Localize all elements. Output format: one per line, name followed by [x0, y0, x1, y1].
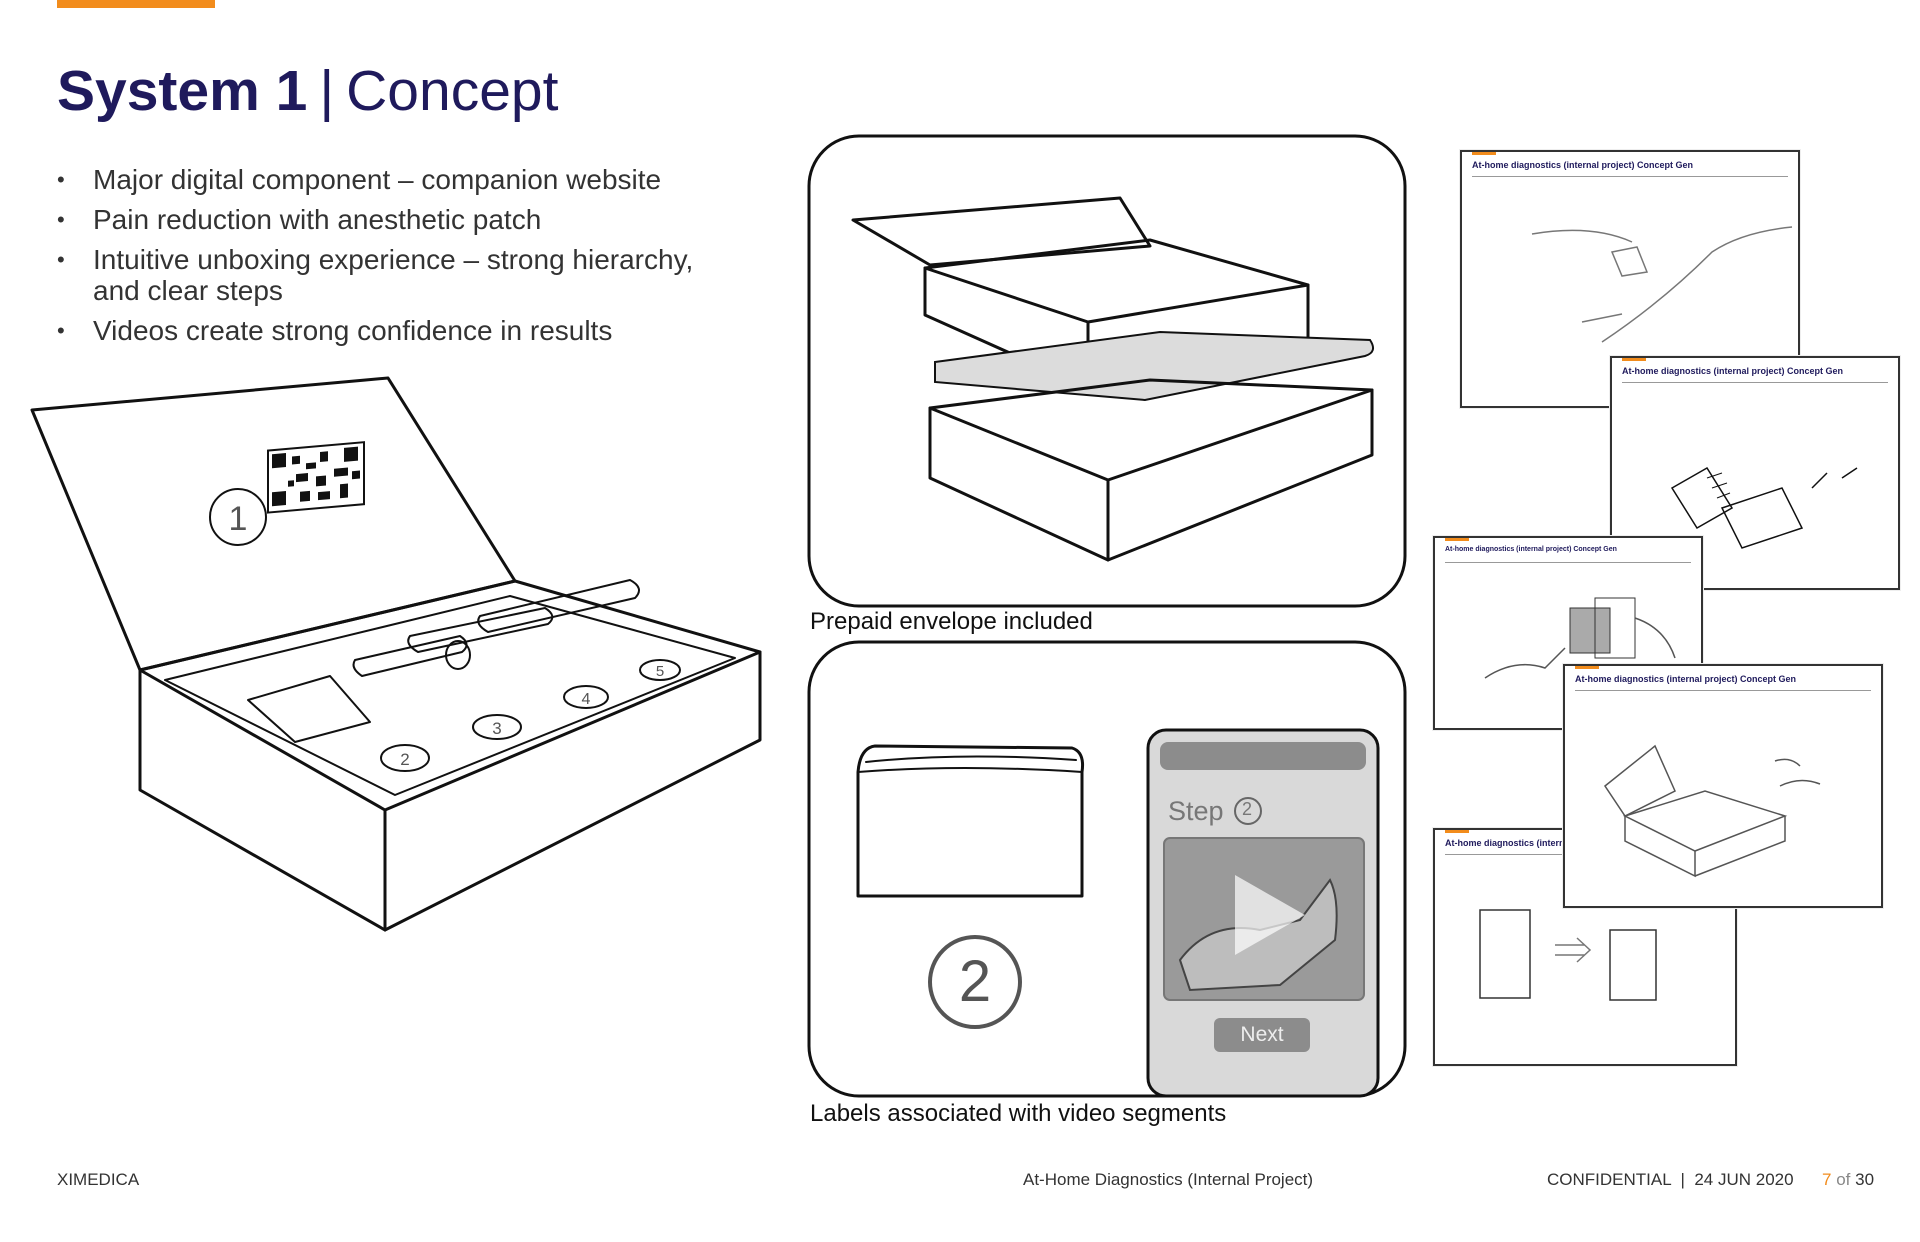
- sheet-divider: [1622, 382, 1888, 383]
- concept-sheet-5: At-home diagnostics (internal project) C…: [1563, 664, 1883, 908]
- phone-next-button[interactable]: Next: [1240, 1023, 1284, 1046]
- sheet-tag: [1575, 666, 1599, 669]
- page-of: of: [1836, 1170, 1851, 1189]
- bullet-item: Pain reduction with anesthetic patch: [57, 204, 737, 235]
- sheet-sketch: [1479, 909, 1657, 1001]
- envelope-box-panel: [807, 134, 1407, 608]
- sheet-divider: [1445, 562, 1691, 563]
- step-number: 2: [1242, 799, 1253, 819]
- kit-box-sketch: 1 2 3 4 5: [30, 376, 762, 932]
- sheet-divider: [1575, 690, 1871, 691]
- kit-number-1: 1: [229, 500, 248, 538]
- page-title: System 1|Concept: [57, 56, 558, 126]
- sheet-divider: [1472, 176, 1788, 177]
- page-total: 30: [1855, 1170, 1875, 1189]
- kit-number-2: 2: [400, 750, 409, 769]
- sheet-tag: [1445, 830, 1469, 833]
- footer-project: At-Home Diagnostics (Internal Project): [1023, 1170, 1314, 1189]
- labels-video-panel: [807, 640, 1407, 1098]
- caption-labels: Labels associated with video segments: [810, 1100, 1227, 1127]
- sheet-tag: [1472, 152, 1496, 155]
- sheet-header: At-home diagnostics (internal: [1445, 838, 1573, 848]
- bullet-item: Major digital component – companion webs…: [57, 164, 737, 195]
- kit-number-4: 4: [582, 691, 591, 708]
- sheet-tag: [1445, 538, 1469, 541]
- sheet-sketch: [1603, 744, 1821, 878]
- sheet-header: At-home diagnostics (internal project) C…: [1445, 546, 1617, 553]
- bullet-item: Videos create strong confidence in resul…: [57, 315, 737, 346]
- page-current: 7: [1822, 1170, 1832, 1189]
- bullet-list: Major digital component – companion webs…: [57, 164, 737, 355]
- sheet-sketch: [1484, 597, 1676, 679]
- footer-confidential: CONFIDENTIAL | 24 JUN 2020: [1547, 1170, 1794, 1189]
- kit-number-3: 3: [492, 719, 501, 738]
- footer-page-number: 7 of 30: [1822, 1170, 1874, 1190]
- phone-step-label: Step 2: [1168, 796, 1252, 827]
- qr-code-icon: [267, 441, 365, 514]
- title-concept: Concept: [346, 59, 559, 123]
- step-text: Step: [1168, 796, 1224, 826]
- sheet-header: At-home diagnostics (internal project) C…: [1575, 674, 1797, 684]
- envelope-label-number: 2: [958, 949, 992, 1014]
- step-1-circle: [209, 488, 267, 546]
- accent-bar: [57, 0, 215, 8]
- title-system: System 1: [57, 59, 308, 123]
- caption-envelope: Prepaid envelope included: [810, 608, 1093, 635]
- bullet-item: Intuitive unboxing experience – strong h…: [57, 244, 737, 306]
- sheet-tag: [1622, 358, 1646, 361]
- sheet-sketch: [1670, 466, 1858, 549]
- footer-company: XIMEDICA: [57, 1170, 140, 1189]
- title-separator: |: [319, 59, 335, 123]
- sheet-sketch: [1531, 226, 1793, 343]
- sheet-header: At-home diagnostics (internal project) C…: [1472, 160, 1694, 170]
- play-icon: [1235, 875, 1305, 955]
- kit-number-5: 5: [656, 663, 664, 680]
- sheet-header: At-home diagnostics (internal project) C…: [1622, 366, 1844, 376]
